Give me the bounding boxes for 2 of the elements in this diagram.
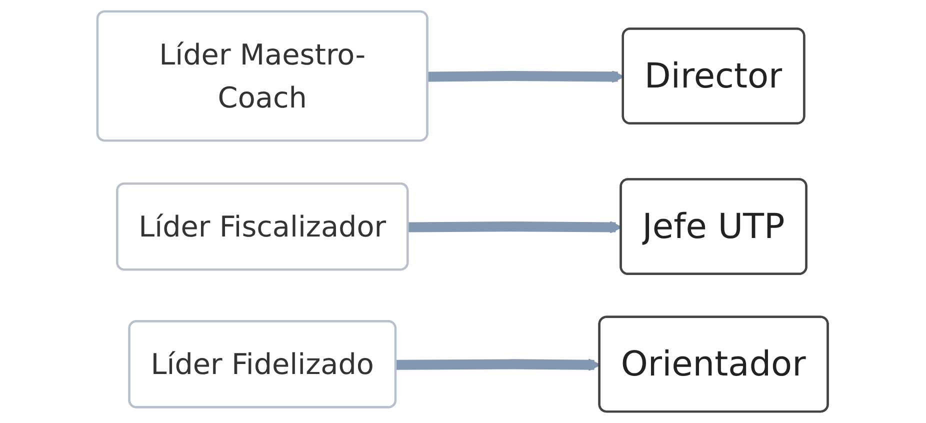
arrow: [408, 220, 622, 234]
arrow: [396, 358, 601, 372]
